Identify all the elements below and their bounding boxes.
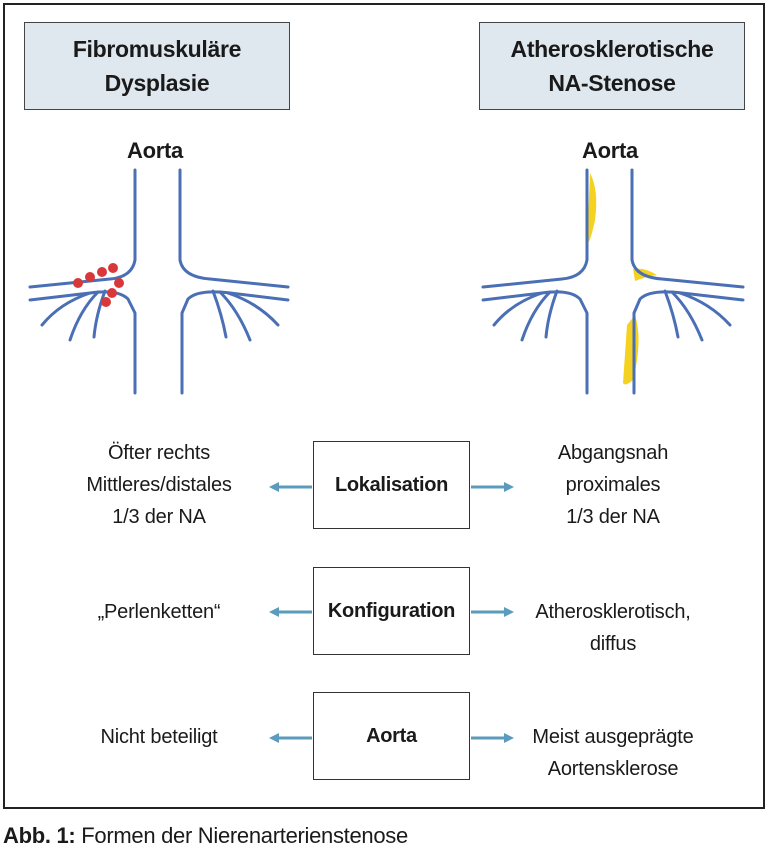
athero-konfiguration-text: Atherosklerotisch, diffus [535,601,691,655]
renal-sub-right-2 [670,290,704,342]
lesion-dot [73,278,83,288]
renal-sub-left-2 [68,290,100,342]
figure-caption: Abb. 1: Formen der Nierenarterienstenose [3,823,408,849]
criterion-box-lokalisation: Lokalisation [313,441,470,529]
header-left-text: Fibromuskuläre Dysplasie [72,36,242,96]
lesion-dot [114,278,124,288]
athero-vessel-illustration [481,168,745,395]
renal-sub-right-2 [218,290,252,342]
lesion-dot [97,267,107,277]
aorta-label-left: Aorta [127,138,183,163]
header-fibromuscular-dysplasia: Fibromuskuläre Dysplasie [24,22,290,110]
criterion-label-lokalisation: Lokalisation [334,473,449,496]
plaque-upper [587,173,597,245]
aorta-wall-left [28,168,137,289]
lesion-dot [85,272,95,282]
lesion-dot [107,288,117,298]
criterion-label-konfiguration: Konfiguration [327,599,456,622]
renal-sub-right-3 [211,289,228,339]
renal-sub-left-2 [520,290,552,342]
renal-sub-left-3 [544,289,559,339]
athero-aorta-text: Meist ausgeprägte Aortensklerose [532,726,694,780]
header-right-text: Atherosklerotische NA-Stenose [510,36,714,96]
caption-prefix: Abb. 1: [3,823,76,848]
pearl-chain-lesions [73,263,124,307]
caption-text: Formen der Nierenarterienstenose [75,823,408,848]
renal-sub-right-1 [226,291,280,327]
aorta-wall-right [178,168,290,289]
fmd-vessel-illustration [28,168,290,395]
athero-lokalisation-text: Abgangsnah proximales 1/3 der NA [557,442,669,528]
renal-sub-right-1 [678,291,732,327]
renal-sub-left-1 [40,291,92,327]
criterion-label-aorta: Aorta [366,724,417,747]
criterion-box-aorta: Aorta [313,692,470,780]
aorta-label-right: Aorta [582,138,638,163]
lesion-dot [101,297,111,307]
renal-sub-left-1 [492,291,544,327]
figure-frame [3,3,765,809]
header-atherosclerotic-stenosis: Atherosklerotische NA-Stenose [479,22,745,110]
fmd-aorta-text: Nicht beteiligt [100,726,218,748]
lesion-dot [108,263,118,273]
fmd-konfiguration-text: „Perlenketten“ [97,601,221,623]
fmd-lokalisation-text: Öfter rechts Mittleres/distales 1/3 der … [86,442,232,528]
renal-sub-right-3 [663,289,680,339]
aorta-wall-left [481,168,589,289]
criterion-box-konfiguration: Konfiguration [313,567,470,655]
renal-sub-left-3 [92,289,107,339]
aorta-wall-right [630,168,745,289]
